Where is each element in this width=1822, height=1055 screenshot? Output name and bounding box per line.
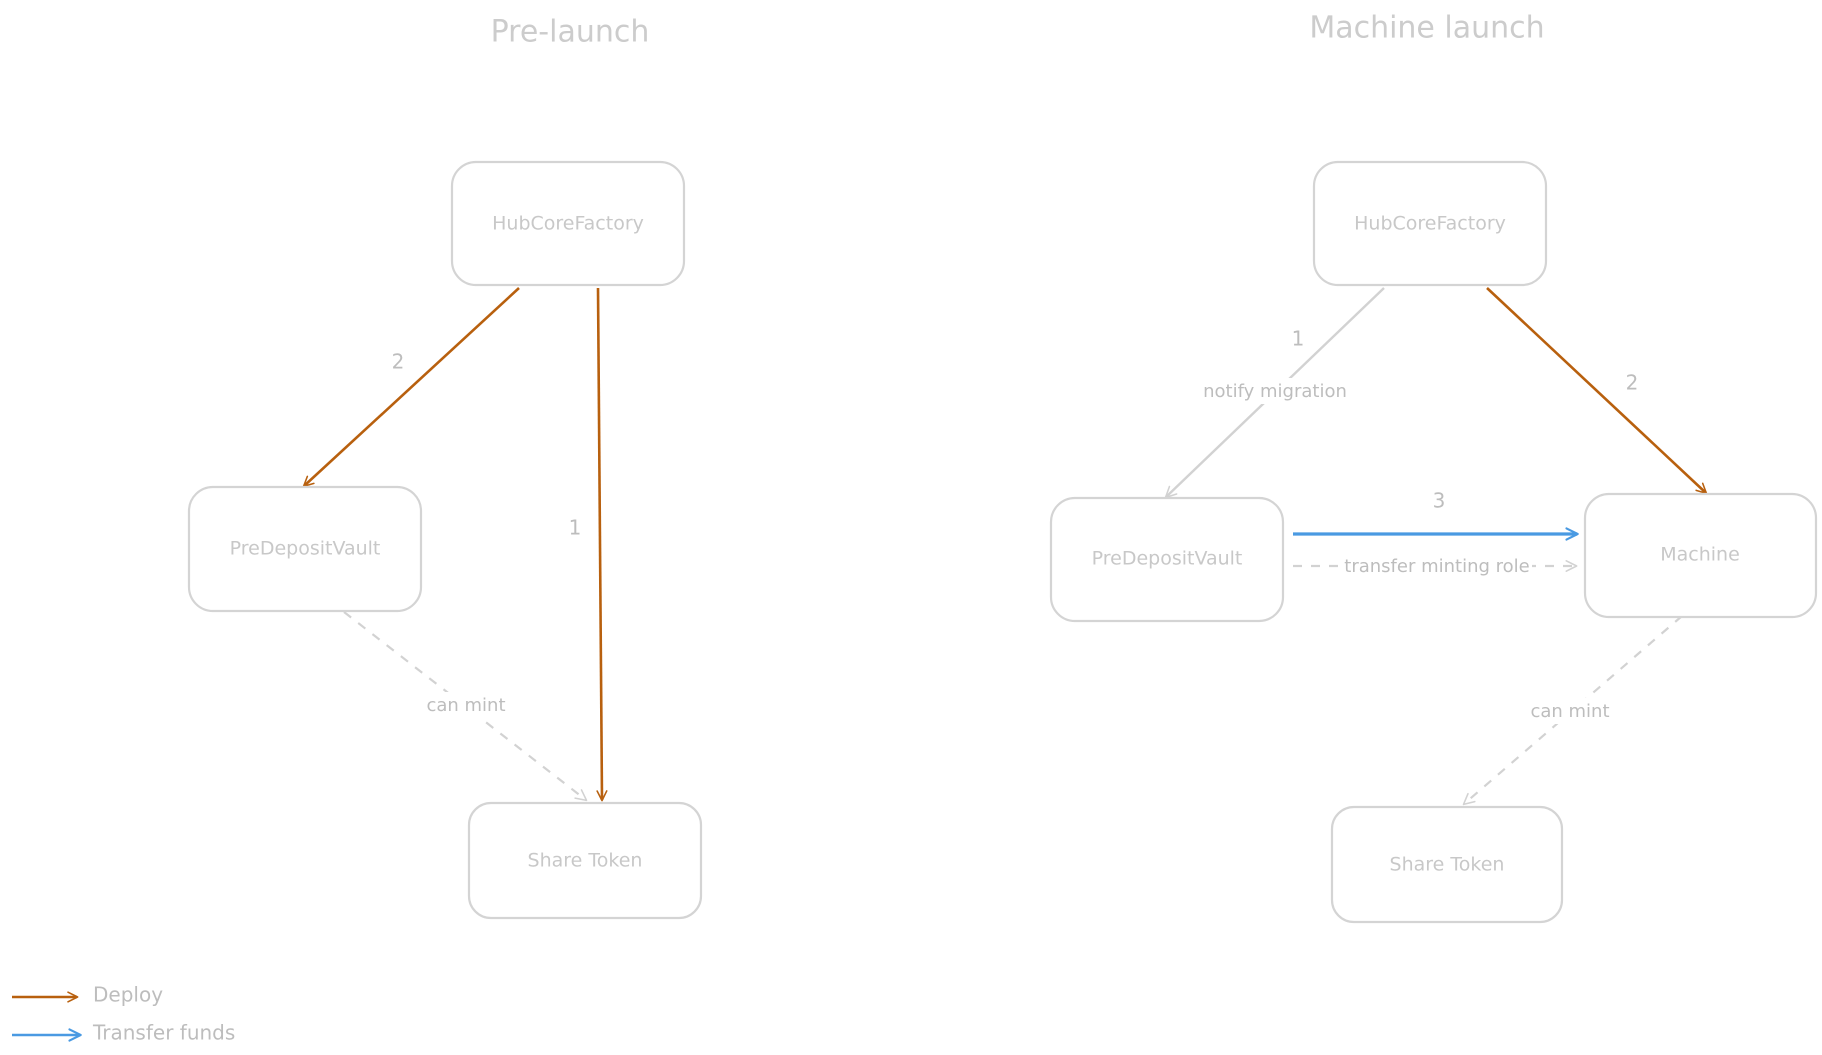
node-label: HubCoreFactory	[1354, 213, 1506, 235]
edge-hub-to-machine	[1486, 287, 1708, 495]
edge-number-3: 3	[1433, 489, 1446, 513]
node-hub-core-factory[interactable]: HubCoreFactory	[450, 160, 686, 287]
edge-label-can-mint: can mint	[1530, 701, 1609, 722]
edge-machine-to-token	[1462, 615, 1683, 806]
legend: Deploy Transfer funds	[12, 983, 235, 1045]
edge-label-can-mint: can mint	[426, 695, 505, 716]
node-pre-deposit-vault[interactable]: PreDepositVault	[1049, 496, 1285, 623]
edge-number-1: 1	[1292, 327, 1305, 351]
edge-number-2: 2	[392, 350, 405, 374]
pre-launch-title: Pre-launch	[491, 15, 650, 50]
edge-hub-to-token	[596, 287, 608, 802]
node-share-token[interactable]: Share Token	[1330, 805, 1564, 924]
node-machine[interactable]: Machine	[1583, 492, 1818, 619]
node-label: PreDepositVault	[1092, 548, 1243, 570]
node-pre-deposit-vault[interactable]: PreDepositVault	[187, 485, 423, 613]
edge-number-2: 2	[1626, 371, 1639, 395]
node-label: PreDepositVault	[230, 538, 381, 560]
edge-vault-to-token	[343, 611, 588, 802]
legend-transfer-funds-label: Transfer funds	[92, 1021, 235, 1045]
pre-launch-diagram: 2 1 can mint HubCoreFactory PreDepositVa…	[187, 160, 703, 920]
edge-label-notify-migration: notify migration	[1203, 381, 1347, 402]
machine-launch-title: Machine launch	[1309, 11, 1544, 46]
edge-number-1: 1	[569, 516, 582, 540]
node-label: Share Token	[528, 850, 643, 872]
node-share-token[interactable]: Share Token	[467, 801, 703, 920]
legend-deploy-label: Deploy	[93, 983, 163, 1007]
node-hub-core-factory[interactable]: HubCoreFactory	[1312, 160, 1548, 287]
machine-launch-diagram: 1 notify migration 2 3 transfer minting …	[1049, 160, 1818, 924]
edge-hub-to-vault	[302, 287, 520, 488]
node-label: HubCoreFactory	[492, 213, 644, 235]
edge-label-transfer-minting-role: transfer minting role	[1344, 556, 1529, 577]
node-label: Machine	[1660, 544, 1740, 566]
node-label: Share Token	[1390, 854, 1505, 876]
